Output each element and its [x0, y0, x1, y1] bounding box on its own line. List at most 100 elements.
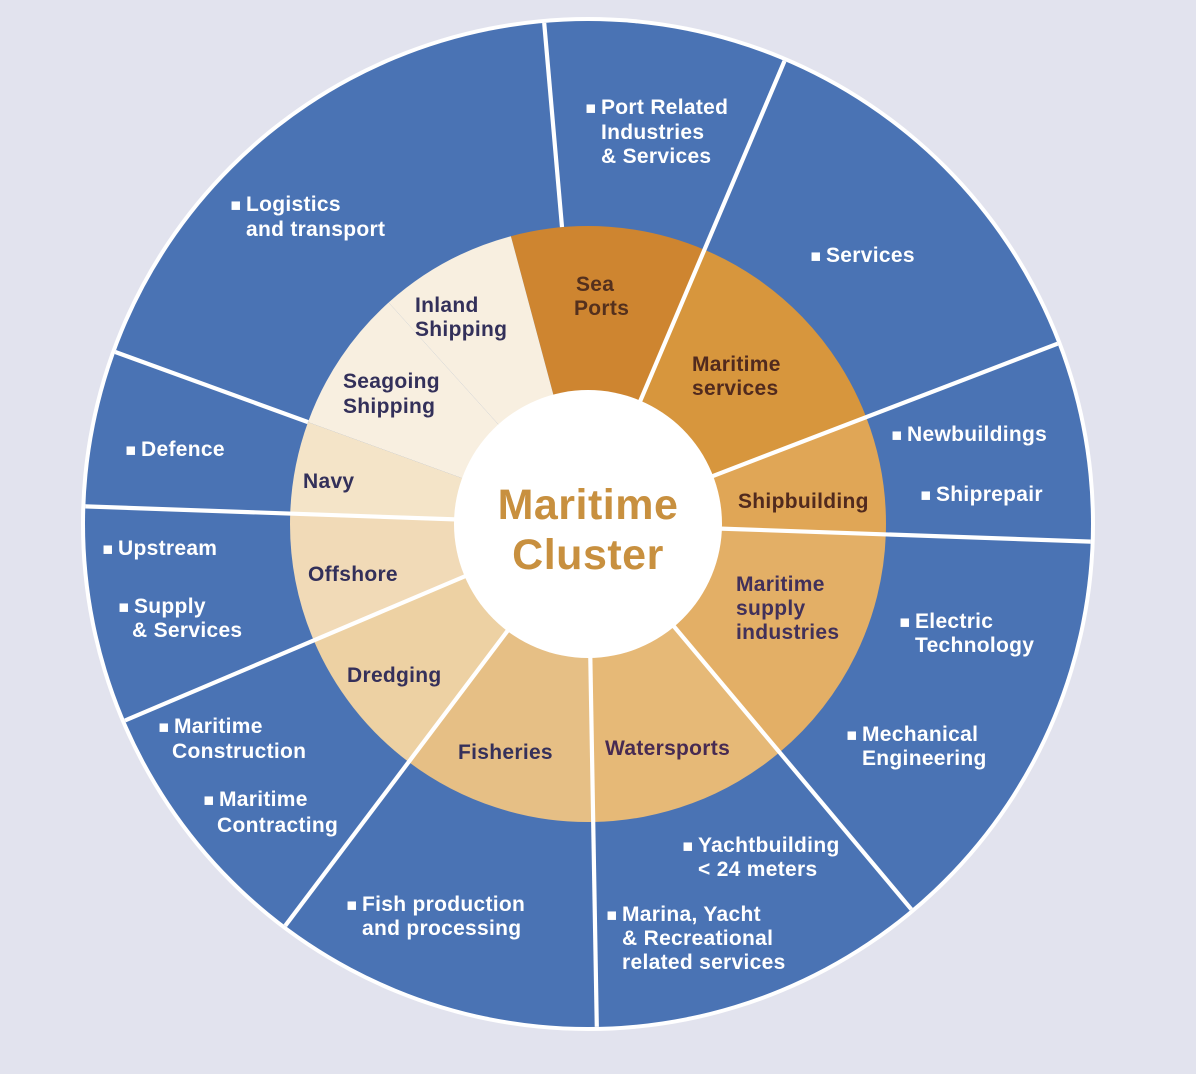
outer-item-shiprepair: ▪ Shiprepair [920, 483, 1043, 506]
divider-lines [85, 22, 1091, 1027]
center-title-line: Cluster [512, 531, 664, 579]
outer-item-yachtbuilding: ▪ Yachtbuilding < 24 meters [682, 834, 840, 881]
bullet-icon: ▪ [682, 836, 694, 856]
label-line: Defence [141, 438, 225, 461]
label-line: & Services [132, 619, 242, 642]
label-line: Mechanical [862, 723, 978, 746]
center-title: Maritime Cluster [498, 481, 679, 579]
sector-label-offshore: Offshore [308, 563, 398, 586]
label-line: Maritime [736, 573, 825, 596]
label-line: Shipping [343, 395, 435, 418]
label-line: Navy [303, 470, 354, 493]
label-line: Seagoing [343, 370, 440, 393]
divider-355 [542, 22, 565, 228]
bullet-icon: ▪ [125, 440, 137, 460]
bullet-icon: ▪ [158, 717, 170, 737]
label-line: Supply [134, 595, 206, 618]
bullet-icon: ▪ [810, 246, 822, 266]
outer-item-electric-technology: ▪ Electric Technology [899, 610, 1034, 657]
sector-label-watersports: Watersports [605, 737, 730, 760]
divider-92 [720, 526, 1091, 544]
label-line: Ports [574, 297, 629, 320]
label-line: Shipping [415, 318, 507, 341]
sector-sea-ports [510, 226, 705, 525]
inner-sector-labels: Sea Ports Maritime services Shipbuilding… [303, 273, 869, 764]
center-title-line: Maritime [498, 481, 679, 529]
label-line: and transport [246, 218, 385, 241]
outer-item-supply-services: ▪ Supply & Services [118, 595, 242, 642]
sector-label-inland-shipping: Inland Shipping [415, 294, 507, 341]
label-line: Maritime [692, 353, 781, 376]
label-line: Dredging [347, 664, 442, 687]
label-line: Contracting [217, 814, 338, 837]
label-line: related services [622, 951, 786, 974]
label-line: industries [736, 621, 839, 644]
label-line: Technology [915, 634, 1034, 657]
outer-item-marina-yacht-recreational: ▪ Marina, Yacht & Recreational related s… [606, 903, 786, 974]
divider-247 [124, 574, 467, 723]
label-line: Marina, Yacht [622, 903, 761, 926]
outer-item-maritime-contracting: ▪ Maritime Contracting [203, 788, 338, 837]
label-line: & Services [601, 145, 711, 168]
label-line: Logistics [246, 193, 341, 216]
label-line: Sea [576, 273, 614, 296]
divider-23 [638, 60, 787, 403]
sector-label-seagoing-shipping: Seagoing Shipping [343, 370, 440, 418]
label-line: Port Related [601, 96, 728, 119]
bullet-icon: ▪ [846, 725, 858, 745]
outer-item-defence: ▪ Defence [125, 438, 225, 461]
bullet-icon: ▪ [102, 539, 114, 559]
bullet-icon: ▪ [203, 790, 215, 810]
divider-217 [283, 628, 510, 927]
label-line: Industries [601, 121, 704, 144]
label-line: Maritime [174, 715, 263, 738]
label-line: Inland [415, 294, 479, 317]
label-line: Upstream [118, 537, 217, 560]
label-line: Services [826, 244, 915, 267]
label-line: supply [736, 597, 805, 620]
sector-label-maritime-supply-industries: Maritime supply industries [736, 573, 839, 644]
outer-item-upstream: ▪ Upstream [102, 537, 217, 560]
label-line: and processing [362, 917, 521, 940]
sector-label-sea-ports: Sea Ports [574, 273, 629, 320]
outer-item-mechanical-engineering: ▪ Mechanical Engineering [846, 723, 987, 770]
divider-179 [588, 656, 599, 1027]
outer-item-port-related-industries-services: ▪ Port Related Industries & Services [585, 96, 728, 168]
center-hub [454, 390, 722, 658]
sector-label-shipbuilding: Shipbuilding [738, 490, 869, 513]
label-line: Construction [172, 740, 306, 763]
outer-item-maritime-construction: ▪ Maritime Construction [158, 715, 306, 763]
label-line: Offshore [308, 563, 398, 586]
outer-ring-labels: ▪ Port Related Industries & Services ▪ S… [102, 96, 1047, 974]
bullet-icon: ▪ [346, 895, 358, 915]
label-line: Newbuildings [907, 423, 1047, 446]
bullet-icon: ▪ [920, 485, 932, 505]
divider-272 [85, 504, 456, 522]
label-line: services [692, 377, 778, 400]
sector-label-navy: Navy [303, 470, 354, 493]
sector-label-fisheries: Fisheries [458, 741, 553, 764]
outer-item-fish-production-processing: ▪ Fish production and processing [346, 893, 525, 940]
sector-label-dredging: Dredging [347, 664, 442, 687]
label-line: Yachtbuilding [698, 834, 840, 857]
bullet-icon: ▪ [585, 98, 597, 118]
divider-69 [711, 341, 1059, 479]
label-line: Shipbuilding [738, 490, 869, 513]
bullet-icon: ▪ [118, 597, 130, 617]
bullet-icon: ▪ [606, 905, 618, 925]
label-line: Engineering [862, 747, 987, 770]
outer-item-services: ▪ Services [810, 244, 915, 267]
bullet-icon: ▪ [891, 425, 903, 445]
divider-140 [671, 624, 913, 911]
sector-label-maritime-services: Maritime services [692, 353, 781, 400]
label-line: < 24 meters [698, 858, 817, 881]
outer-item-newbuildings: ▪ Newbuildings [891, 423, 1047, 446]
label-line: & Recreational [622, 927, 773, 950]
label-line: Maritime [219, 788, 308, 811]
outer-item-logistics-transport: ▪ Logistics and transport [230, 193, 385, 241]
label-line: Fisheries [458, 741, 553, 764]
label-line: Fish production [362, 893, 525, 916]
label-line: Shiprepair [936, 483, 1043, 506]
bullet-icon: ▪ [899, 612, 911, 632]
